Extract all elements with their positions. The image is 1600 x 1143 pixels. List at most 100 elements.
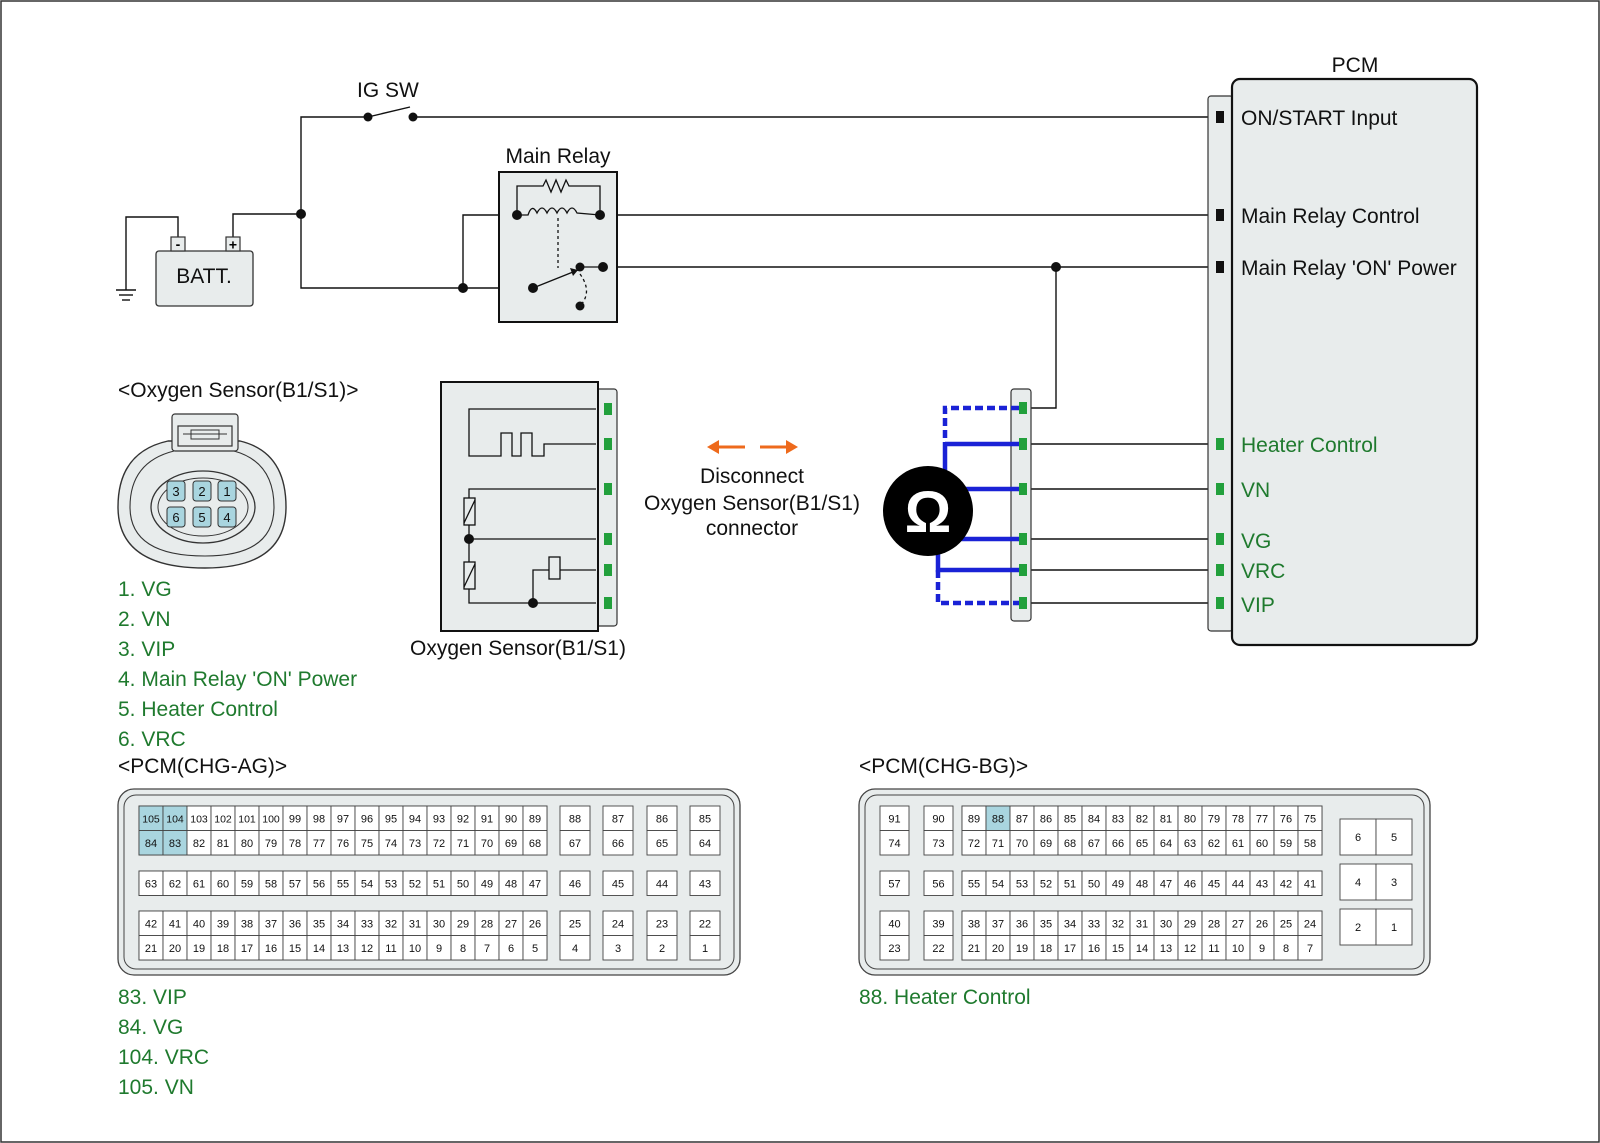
connector-pin-cell: 23 — [879, 935, 910, 961]
connector-pin-number: 61 — [1232, 838, 1244, 850]
connector-pin-cell: 17 — [1057, 935, 1083, 961]
connector-pin-number: 79 — [265, 838, 277, 850]
connector-pin-number: 75 — [1304, 813, 1316, 825]
connector-pin-number: 91 — [888, 813, 900, 825]
connector-pin-number: 39 — [217, 918, 229, 930]
connector-pin-number: 28 — [1208, 918, 1220, 930]
pcm-bg-pin-list: 88. Heater Control — [859, 986, 1031, 1009]
connector-pin-number: 58 — [265, 878, 277, 890]
disconnect-arrows — [707, 440, 798, 454]
connector-pin-number: 29 — [1184, 918, 1196, 930]
connector-pin-cell: 5 — [1375, 818, 1413, 856]
connector-pin-number: 69 — [1040, 838, 1052, 850]
connector-pin-number: 13 — [337, 943, 349, 955]
connector-pin-cell: 46 — [559, 870, 591, 896]
connector-pin-cell: 15 — [1105, 935, 1131, 961]
connector-pin-number: 36 — [289, 918, 301, 930]
connector-pin-cell: 15 — [282, 935, 308, 961]
connector-pin-number: 64 — [699, 838, 711, 850]
connector-pin-number: 12 — [361, 943, 373, 955]
connector-pin-number: 33 — [1088, 918, 1100, 930]
connector-pin-cell: 87 — [1009, 805, 1035, 831]
connector-pin-number: 25 — [569, 918, 581, 930]
connector-pin-cell: 81 — [1153, 805, 1179, 831]
connector-pin-number: 47 — [529, 878, 541, 890]
connector-pin-cell: 82 — [1129, 805, 1155, 831]
sensor-connector-pin: 2 — [192, 480, 212, 502]
connector-pin-cell: 101 — [234, 805, 260, 831]
connector-pin-number: 15 — [1112, 943, 1124, 955]
connector-pin-number: 11 — [1208, 943, 1219, 955]
connector-pin-number: 53 — [385, 878, 397, 890]
connector-pin-number: 100 — [262, 813, 280, 825]
connector-pin-cell: 5 — [522, 935, 548, 961]
connector-pin-cell: 9 — [426, 935, 452, 961]
connector-pin-cell: 49 — [1105, 870, 1131, 896]
connector-pin-cell: 88 — [559, 805, 591, 831]
pcm-bg-title: <PCM(CHG-BG)> — [859, 755, 1028, 778]
connector-pin-cell: 77 — [1249, 805, 1275, 831]
connector-pin-cell: 93 — [426, 805, 452, 831]
connector-pin-number: 24 — [612, 918, 624, 930]
connector-pin-number: 86 — [656, 813, 668, 825]
connector-pin-cell: 77 — [306, 830, 332, 856]
connector-pin-cell: 86 — [646, 805, 678, 831]
connector-pin-cell: 20 — [985, 935, 1011, 961]
connector-pin-number: 55 — [337, 878, 349, 890]
connector-pin-cell: 99 — [282, 805, 308, 831]
connector-pin-number: 45 — [1208, 878, 1220, 890]
connector-pin-number: 8 — [460, 943, 466, 955]
connector-pin-number: 90 — [932, 813, 944, 825]
connector-pin-cell: 78 — [1225, 805, 1251, 831]
connector-pin-number: 8 — [1283, 943, 1289, 955]
sensor-connector-pin: 3 — [166, 480, 186, 502]
connector-pin-cell: 35 — [1033, 910, 1059, 936]
connector-pin-cell: 71 — [985, 830, 1011, 856]
connector-pin-number: 86 — [1040, 813, 1052, 825]
connector-pin-number: 57 — [289, 878, 301, 890]
connector-pin-cell: 95 — [378, 805, 404, 831]
connector-pin-cell: 75 — [1297, 805, 1323, 831]
connector-pin-cell: 11 — [378, 935, 404, 961]
connector-pin-number: 23 — [656, 918, 668, 930]
connector-pin-number: 87 — [1016, 813, 1028, 825]
connector-pin-cell: 56 — [306, 870, 332, 896]
connector-pin-number: 61 — [193, 878, 205, 890]
connector-pin-cell: 17 — [234, 935, 260, 961]
connector-pin-number: 23 — [888, 943, 900, 955]
connector-pin-number: 60 — [1256, 838, 1268, 850]
connector-pin-number: 37 — [992, 918, 1004, 930]
connector-pin-cell: 23 — [646, 910, 678, 936]
connector-pin-number: 78 — [289, 838, 301, 850]
connector-pin-number: 49 — [481, 878, 493, 890]
connector-pin-cell: 74 — [378, 830, 404, 856]
connector-pin-number: 82 — [193, 838, 205, 850]
connector-pin-number: 37 — [265, 918, 277, 930]
connector-pin-cell: 91 — [474, 805, 500, 831]
connector-pin-cell: 47 — [522, 870, 548, 896]
connector-pin-cell: 12 — [1177, 935, 1203, 961]
connector-pin-cell: 41 — [1297, 870, 1323, 896]
connector-pin-number: 27 — [505, 918, 517, 930]
connector-pin-cell: 22 — [689, 910, 721, 936]
oxygen-sensor-schematic: Oxygen Sensor(B1/S1) — [410, 381, 626, 660]
connector-pin-cell: 58 — [1297, 830, 1323, 856]
connector-pin-cell: 81 — [210, 830, 236, 856]
connector-pin-cell: 13 — [330, 935, 356, 961]
connector-pin-number: 99 — [289, 813, 301, 825]
connector-pin-number: 17 — [1064, 943, 1076, 955]
connector-pin-number: 38 — [968, 918, 980, 930]
connector-pin-cell: 27 — [498, 910, 524, 936]
oxygen-sensor-label: Oxygen Sensor(B1/S1) — [410, 637, 626, 660]
connector-pin-number: 35 — [313, 918, 325, 930]
connector-pin-number: 39 — [932, 918, 944, 930]
connector-pin-number: 82 — [1136, 813, 1148, 825]
connector-pin-number: 2 — [659, 943, 665, 955]
connector-pin-number: 12 — [1184, 943, 1196, 955]
connector-pin-cell: 37 — [258, 910, 284, 936]
connector-pin-cell: 60 — [210, 870, 236, 896]
connector-pin-number: 53 — [1016, 878, 1028, 890]
connector-pin-cell: 74 — [879, 830, 910, 856]
